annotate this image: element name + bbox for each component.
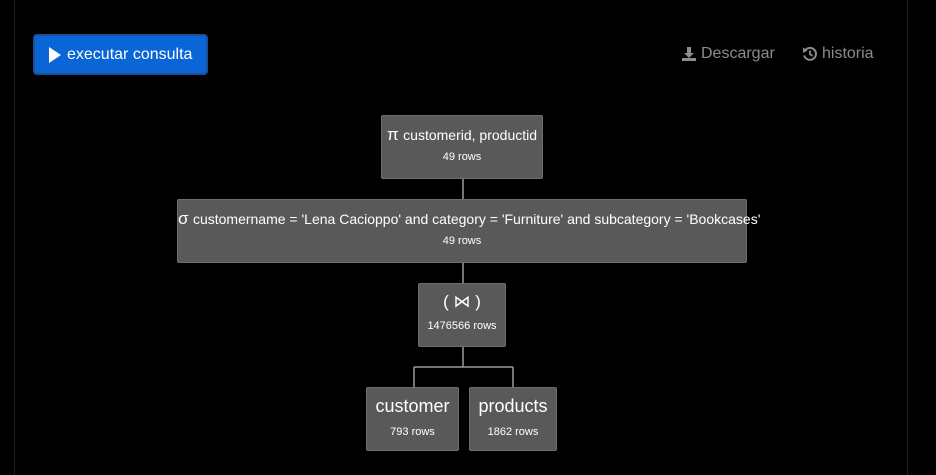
download-label: Descargar	[701, 45, 775, 62]
customer-table-name: customer	[375, 396, 450, 416]
history-icon	[802, 46, 817, 61]
download-icon	[682, 47, 696, 61]
selection-rows: 49 rows	[442, 235, 482, 247]
download-button[interactable]: Descargar	[681, 44, 775, 64]
selection-node[interactable]: σ customername = 'Lena Cacioppo' and cat…	[177, 199, 760, 263]
customer-node[interactable]: customer 793 rows	[366, 387, 459, 451]
history-label: historia	[822, 45, 874, 62]
join-symbol: ( ⋈ )	[443, 292, 481, 311]
query-panel	[14, 0, 908, 475]
products-table-name: products	[478, 396, 548, 416]
history-button[interactable]: historia	[802, 44, 874, 64]
run-query-label: executar consulta	[67, 45, 193, 63]
projection-expression: customerid, productid	[403, 127, 538, 143]
products-node[interactable]: products 1862 rows	[469, 387, 557, 451]
products-rows: 1862 rows	[487, 426, 539, 438]
selection-expression: customername = 'Lena Cacioppo' and categ…	[192, 211, 761, 227]
play-icon	[49, 46, 61, 63]
run-query-button[interactable]: executar consulta	[33, 34, 208, 75]
projection-rows: 49 rows	[442, 151, 482, 163]
join-node[interactable]: ( ⋈ ) 1476566 rows	[418, 283, 506, 347]
projection-symbol: π	[386, 125, 399, 144]
projection-node[interactable]: π customerid, productid 49 rows	[381, 115, 543, 179]
join-rows: 1476566 rows	[427, 320, 497, 332]
selection-symbol: σ	[178, 209, 189, 228]
customer-rows: 793 rows	[390, 426, 435, 438]
